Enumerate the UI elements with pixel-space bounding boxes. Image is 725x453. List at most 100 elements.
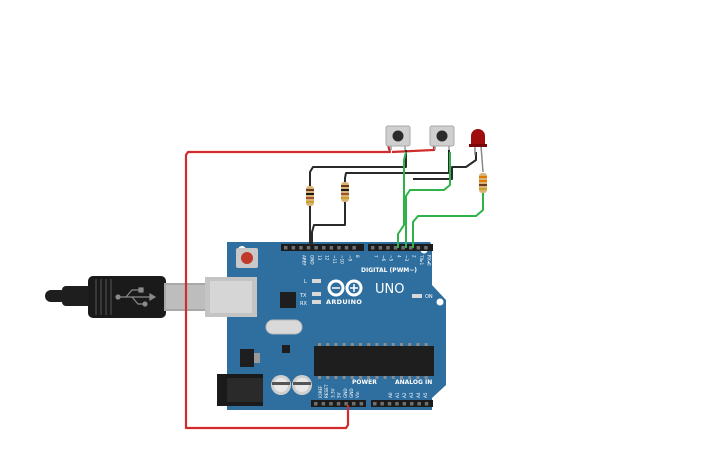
header-pin[interactable] [386, 246, 390, 250]
chip-pin [383, 376, 387, 379]
digital-pin-label: ~6 [381, 255, 386, 262]
header-pin[interactable] [359, 402, 364, 406]
led-on [412, 294, 422, 298]
header-pin[interactable] [371, 246, 375, 250]
chip-pin [334, 376, 338, 379]
mounting-hole [436, 298, 444, 306]
analog-section-label: ANALOG IN [395, 379, 432, 386]
usb-icon [115, 287, 157, 307]
brand-label: ARDUINO [326, 298, 362, 306]
header-pin[interactable] [387, 402, 392, 406]
pushbutton-2[interactable] [429, 125, 455, 150]
atmega-pins [318, 343, 428, 379]
led-rx [312, 300, 321, 304]
digital-pin-label: RX◂0 [427, 255, 432, 266]
chip-pin [326, 343, 330, 346]
header-pin[interactable] [352, 246, 356, 250]
header-pin[interactable] [329, 246, 334, 250]
chip-pin [424, 343, 428, 346]
pushbutton-cap [392, 130, 404, 142]
analog-pin-label: A4 [416, 392, 421, 398]
led-rx-label: RX [300, 301, 307, 307]
header-pin[interactable] [417, 402, 421, 406]
chip-pin [408, 343, 412, 346]
header-pin[interactable] [395, 402, 399, 406]
led-tx-label: TX [299, 293, 307, 299]
pushbutton-1[interactable] [385, 125, 411, 150]
header-pin[interactable] [380, 402, 384, 406]
header-pin[interactable] [401, 246, 405, 250]
analog-pin-label: A2 [402, 392, 407, 398]
wire-button-2-signal[interactable] [405, 152, 451, 248]
chip-pin [359, 343, 362, 346]
power-pin-label: IOREF [318, 385, 323, 398]
wire-led-signal[interactable] [412, 193, 484, 248]
digital-pin-label: AREF [302, 255, 307, 266]
header-pin[interactable] [336, 402, 341, 406]
wire-resistor-2-to-gnd[interactable] [311, 202, 346, 245]
header-pin[interactable] [291, 246, 296, 250]
digital-pin-label: 2 [412, 255, 417, 258]
digital-pin-label: ~5 [389, 255, 394, 262]
header-pin[interactable] [329, 402, 333, 406]
chip-pin [350, 376, 354, 379]
wire-button-1-signal[interactable] [397, 151, 407, 248]
usb-chip [280, 292, 296, 308]
usb-cable[interactable] [45, 276, 208, 318]
header-pin[interactable] [393, 246, 398, 250]
chip-pin [416, 376, 420, 379]
header-pin[interactable] [321, 402, 326, 406]
wire-5v-to-buttons[interactable] [184, 144, 392, 430]
header-pin[interactable] [424, 402, 429, 406]
header-pin[interactable] [306, 246, 311, 250]
chip-pin [350, 343, 354, 346]
header-pin[interactable] [322, 246, 326, 250]
chip-pin [318, 376, 321, 379]
chip-pin [359, 376, 362, 379]
reset-button[interactable] [241, 252, 253, 264]
usb-strain-relief [62, 286, 92, 306]
digital-pin-label: 8 [355, 255, 360, 258]
arduino-logo-icon [327, 279, 363, 297]
header-pin[interactable] [378, 246, 383, 250]
power-pin-label: 3.3V [330, 388, 335, 398]
red-led[interactable] [469, 129, 487, 173]
header-pin[interactable] [314, 402, 318, 406]
wire-led-cathode[interactable] [413, 152, 477, 180]
digital-pin-label: ~3 [404, 255, 409, 262]
chip-pin [424, 376, 428, 379]
header-pin[interactable] [314, 246, 318, 250]
header-pin[interactable] [409, 246, 413, 250]
header-pin[interactable] [416, 246, 421, 250]
wire-button-1-to-resistor[interactable] [309, 150, 407, 186]
header-pin[interactable] [424, 246, 428, 250]
power-pin-label: 5V [337, 392, 342, 398]
digital-pin-label: ~10 [340, 255, 345, 264]
analog-pin-label: A3 [409, 392, 414, 398]
analog-pin-label: A1 [395, 392, 400, 398]
chip-pin [318, 343, 321, 346]
resistor-2[interactable] [341, 182, 349, 202]
digital-pin-label: 13 [317, 255, 322, 261]
header-pin[interactable] [410, 402, 414, 406]
header-pin[interactable] [402, 402, 407, 406]
chip-pin [342, 376, 346, 379]
header-pin[interactable] [284, 246, 288, 250]
led-on-label: ON [425, 294, 433, 300]
header-pin[interactable] [299, 246, 303, 250]
resistor-3[interactable] [479, 173, 487, 193]
atmega-chip [314, 346, 434, 376]
resistor-1[interactable] [306, 186, 314, 206]
header-pin[interactable] [344, 402, 348, 406]
analog-pin-label: A5 [423, 392, 428, 398]
model-label: UNO [375, 282, 404, 297]
led-l [312, 279, 321, 283]
header-pin[interactable] [373, 402, 377, 406]
chip-pin [334, 343, 338, 346]
header-pin[interactable] [352, 402, 356, 406]
header-pin[interactable] [337, 246, 341, 250]
chip-pin [342, 343, 346, 346]
header-pin[interactable] [344, 246, 349, 250]
